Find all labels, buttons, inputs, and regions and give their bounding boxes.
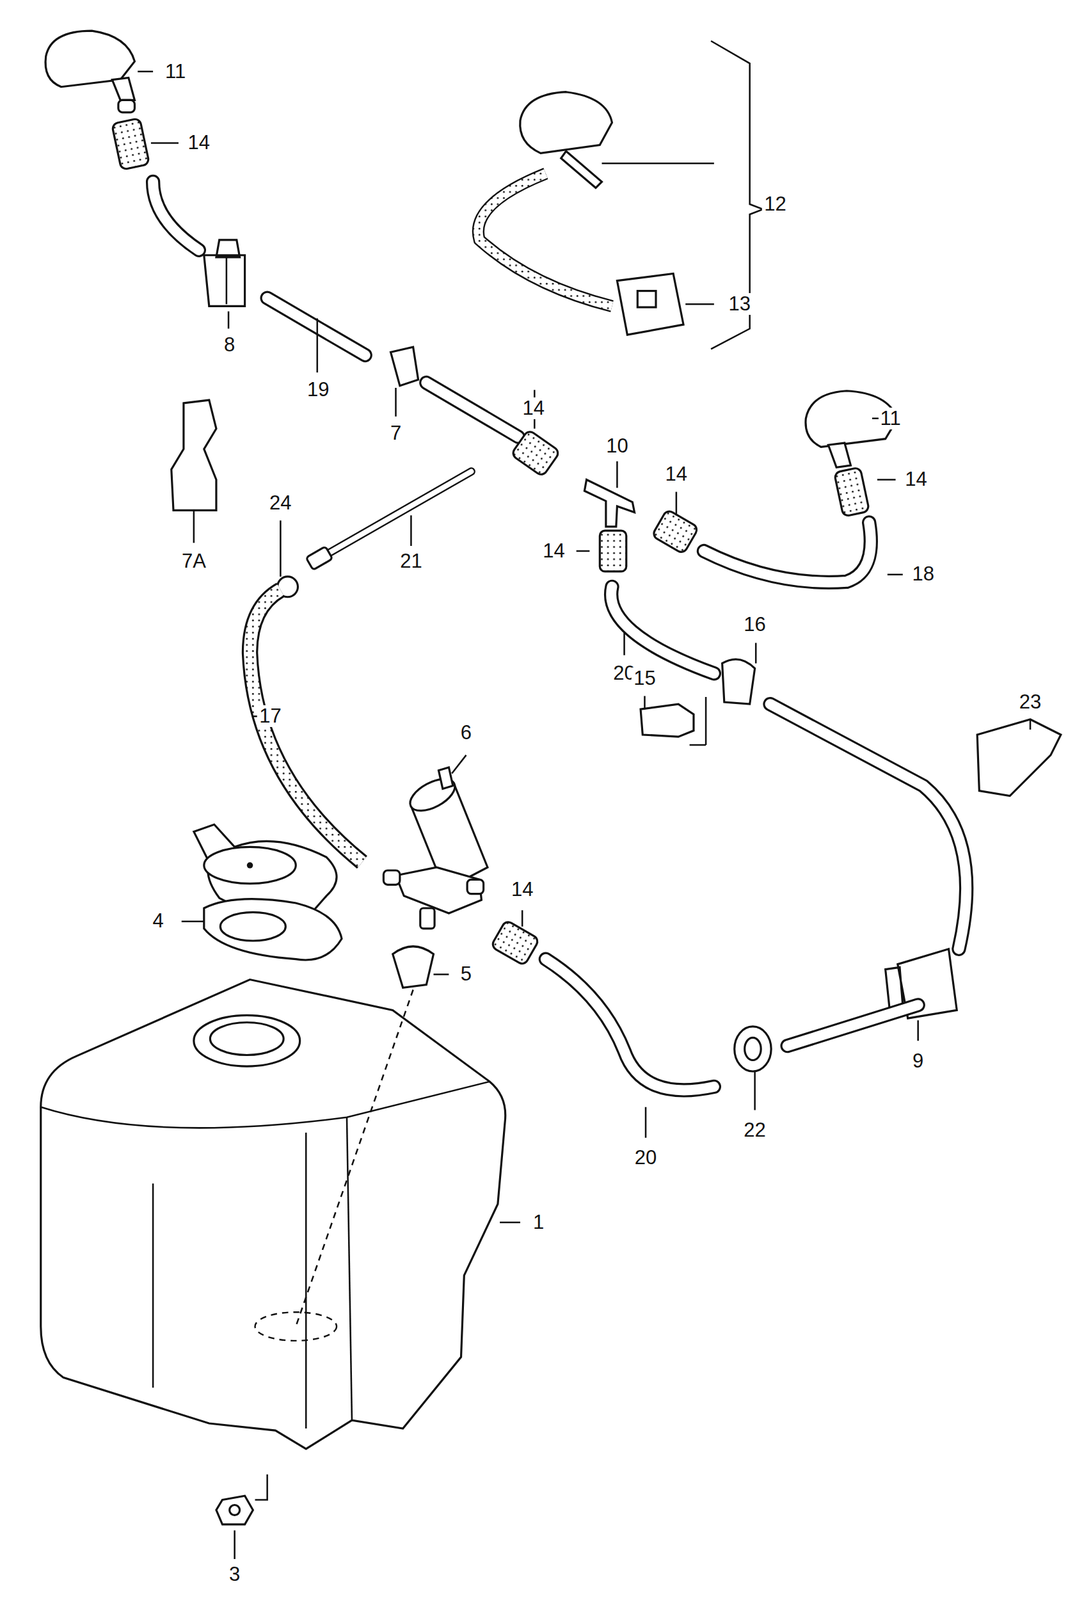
callout-number: 14: [902, 468, 929, 491]
callout-number: 11: [878, 407, 903, 430]
callout-number: 18: [909, 563, 936, 585]
callout-number: 21: [398, 550, 424, 573]
callout-number: 11: [163, 60, 188, 83]
callout-number: 14: [540, 540, 567, 562]
callout-number: 7: [388, 422, 404, 445]
callout-number: 9: [910, 1050, 926, 1072]
callout-number: 15: [631, 667, 658, 690]
callout-number: 24: [267, 492, 294, 514]
callout-number: 8: [222, 334, 237, 356]
callout-number: 4: [150, 909, 166, 932]
callout-number: 10: [604, 435, 630, 457]
callout-number: 1: [531, 1211, 546, 1234]
callout-number: 14: [520, 397, 546, 420]
callout-number: 16: [741, 613, 768, 636]
callout-number: 12: [762, 193, 788, 216]
callout-number: 7A: [179, 550, 208, 573]
callout-number: 23: [1017, 691, 1044, 713]
callout-number: 13: [726, 293, 752, 315]
callout-number: 22: [741, 1119, 768, 1141]
callout-number: 14: [186, 131, 212, 154]
callout-number: 5: [458, 963, 474, 985]
callout-number: 6: [458, 721, 474, 744]
callout-number: 14: [509, 878, 535, 901]
callout-number: 19: [305, 378, 331, 401]
callout-number: 17: [257, 705, 283, 727]
callout-number: 20: [632, 1146, 659, 1169]
callout-number: 3: [227, 1563, 242, 1586]
callout-number: 14: [663, 463, 690, 486]
